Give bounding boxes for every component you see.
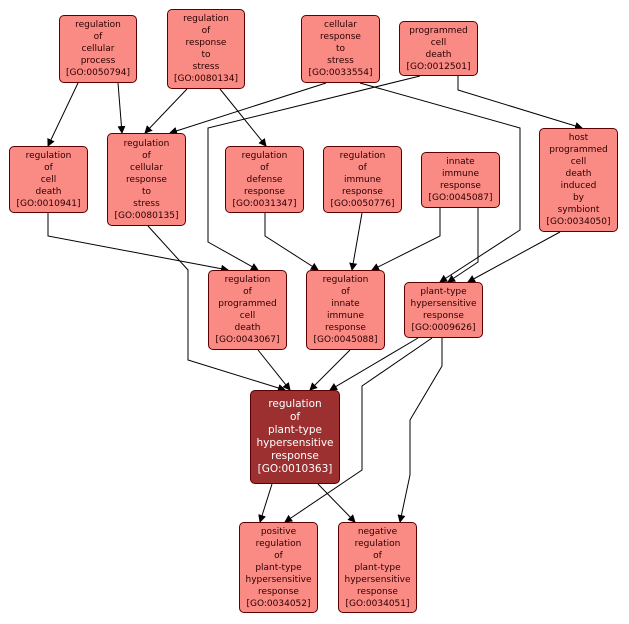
node-go-id: [GO:0010941] [16, 198, 81, 209]
node-go-id: [GO:0080134] [173, 74, 239, 84]
edge-12501-34050 [457, 76, 583, 130]
node-go-id: [GO:0043067] [215, 335, 280, 345]
node-go-0080134[interactable]: regulation of response to stress [GO:0080… [167, 9, 245, 89]
edge-33554-80135 [169, 82, 327, 135]
node-go-id: [GO:0080135] [114, 210, 179, 221]
edge-50794-10941 [47, 82, 79, 147]
edge-80135-10363 [147, 225, 286, 392]
node-go-id: [GO:0050794] [65, 68, 131, 78]
node-label: negative regulation of plant-type hypers… [344, 526, 411, 597]
edge-10363-34051 [317, 483, 356, 523]
node-go-id: [GO:0031347] [232, 198, 297, 209]
node-go-0031347[interactable]: regulation of defense response[GO:003134… [225, 146, 304, 213]
node-label: regulation of cell death [25, 150, 72, 197]
node-label: regulation of innate immune response [322, 275, 369, 333]
node-label: plant-type hypersensitive response [410, 287, 477, 321]
node-go-id: [GO:0010363] [257, 463, 333, 475]
node-go-id: [GO:0009626] [411, 323, 476, 333]
node-label: cellular response to stress [320, 20, 361, 66]
edge-09626-34051 [397, 338, 443, 523]
edge-45087-45088 [371, 208, 441, 271]
node-go-0010363-focus[interactable]: regulation of plant-type hypersensitive … [250, 390, 340, 484]
edge-50776-45088 [349, 212, 363, 271]
node-label: regulation of cellular process [75, 20, 121, 66]
node-go-id: [GO:0045087] [428, 193, 493, 203]
node-label: positive regulation of plant-type hypers… [245, 526, 312, 597]
node-label: regulation of defense response [241, 150, 288, 197]
edge-10363-34052 [258, 483, 273, 523]
node-label: innate immune response [440, 157, 481, 191]
node-go-id: [GO:0034050] [546, 217, 611, 227]
node-label: regulation of programmed cell death [218, 275, 277, 333]
edge-33554-09626 [359, 82, 521, 283]
node-go-id: [GO:0034051] [345, 598, 410, 609]
edge-80134-31347 [219, 88, 267, 147]
node-label: regulation of cellular response to stres… [123, 138, 170, 209]
node-label: regulation of response to stress [183, 14, 229, 72]
node-go-id: [GO:0045088] [313, 335, 378, 345]
edge-50794-80135 [117, 82, 126, 134]
edge-10941-43067 [47, 213, 229, 273]
node-go-0034052[interactable]: positive regulation of plant-type hypers… [239, 522, 318, 613]
node-go-0034050[interactable]: host programmed cell death induced by sy… [539, 128, 618, 232]
node-go-0012501[interactable]: programmed cell death[GO:0012501] [399, 21, 478, 76]
node-go-0033554[interactable]: cellular response to stress [GO:0033554] [301, 15, 380, 83]
node-go-0034051[interactable]: negative regulation of plant-type hypers… [338, 522, 417, 613]
node-go-0050794[interactable]: regulation of cellular process [GO:005079… [59, 15, 137, 83]
node-go-0045087[interactable]: innate immune response [GO:0045087] [421, 152, 500, 208]
edge-09626-34052 [284, 337, 433, 523]
node-go-0043067[interactable]: regulation of programmed cell death [GO:0… [208, 270, 287, 350]
node-go-id: [GO:0012501] [406, 61, 471, 72]
node-go-0010941[interactable]: regulation of cell death[GO:0010941] [9, 146, 88, 213]
node-label: regulation of immune response [339, 150, 386, 197]
node-go-id: [GO:0033554] [308, 68, 373, 78]
edge-12501-43067 [207, 75, 421, 271]
node-go-id: [GO:0034052] [246, 598, 311, 609]
node-go-0009626[interactable]: plant-type hypersensitive response [GO:00… [404, 282, 483, 338]
node-go-id: [GO:0050776] [330, 198, 395, 209]
edge-45087-09626 [447, 208, 479, 283]
node-label: programmed cell death [409, 25, 468, 60]
node-go-0050776[interactable]: regulation of immune response[GO:0050776… [323, 146, 402, 213]
node-go-0080135[interactable]: regulation of cellular response to stres… [107, 133, 186, 226]
node-go-0045088[interactable]: regulation of innate immune response [GO:… [306, 270, 385, 350]
node-label: regulation of plant-type hypersensitive … [256, 398, 334, 462]
node-label: host programmed cell death induced by sy… [549, 133, 608, 215]
edge-34050-09626 [467, 231, 561, 283]
edge-43067-10363 [257, 349, 291, 391]
edge-80134-80135 [144, 88, 188, 134]
edge-45088-10363 [309, 349, 351, 391]
edge-31347-45088 [264, 213, 319, 271]
edge-09626-10363 [329, 337, 419, 391]
